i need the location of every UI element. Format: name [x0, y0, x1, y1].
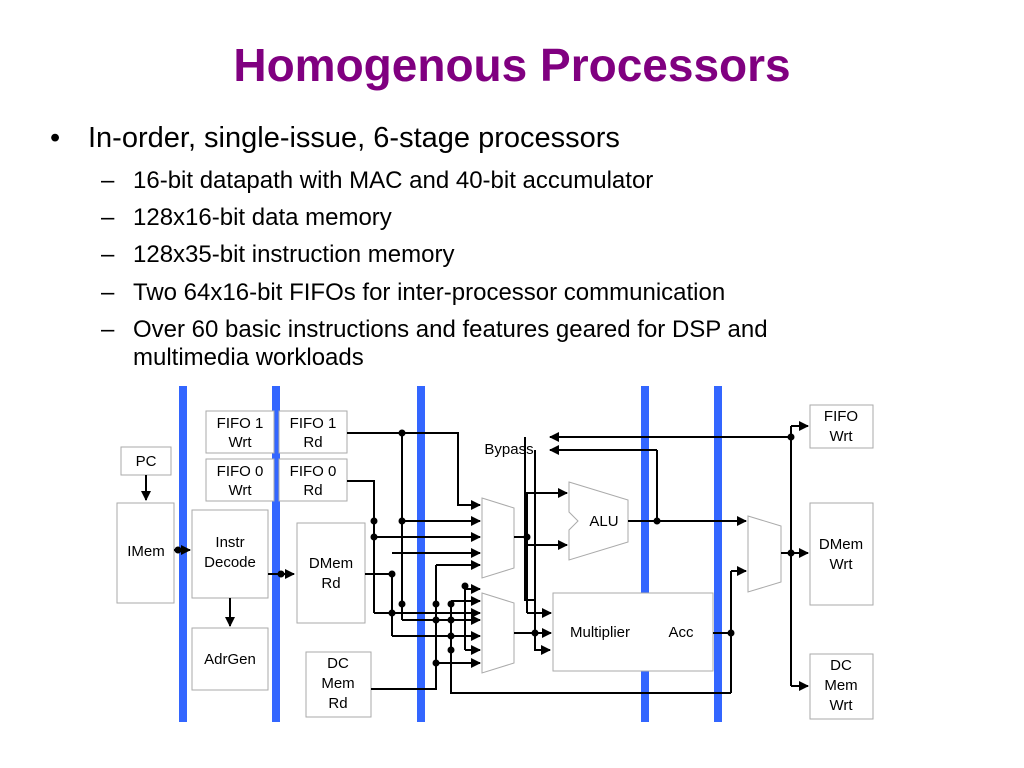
dc-mem-wrt-label-1: DC	[830, 657, 852, 674]
junction-dot	[447, 632, 455, 640]
adrgen-block	[191, 627, 269, 691]
junction-dot	[370, 517, 378, 525]
junction-dot	[370, 533, 378, 541]
fifo1-wrt-label-1: FIFO 1	[217, 415, 264, 432]
dmem-wrt-label-2: Wrt	[829, 556, 853, 573]
junction-dot	[447, 646, 455, 654]
sub-bullet-text: 128x16-bit data memory	[133, 204, 392, 231]
junction-dot	[398, 517, 406, 525]
dc-mem-rd-label-2: Mem	[321, 675, 354, 692]
fifo0-wrt-block	[205, 458, 275, 502]
fifo1-rd-label-2: Rd	[303, 434, 322, 451]
dmem-rd-label-2: Rd	[321, 575, 340, 592]
sub-bullet-text: Over 60 basic instructions and features …	[133, 316, 768, 343]
junction-dot	[398, 429, 406, 437]
fifo-wrt-label-1: FIFO	[824, 408, 858, 425]
multiplier-acc-block	[552, 592, 714, 672]
dc-mem-rd-label-1: DC	[327, 655, 349, 672]
junction-dot	[432, 659, 440, 667]
alu-label: ALU	[589, 513, 618, 530]
acc-label: Acc	[668, 624, 694, 641]
dc-mem-wrt-label-2: Mem	[824, 677, 857, 694]
sub-bullet-2: –128x16-bit data memory	[101, 204, 392, 232]
adrgen-label: AdrGen	[204, 651, 256, 668]
junction-dot	[727, 629, 735, 637]
fifo1-rd-label-1: FIFO 1	[290, 415, 337, 432]
mux-alu-in	[481, 497, 515, 579]
dash-icon: –	[101, 167, 115, 194]
imem-block	[116, 502, 175, 604]
junction-dot	[447, 600, 455, 608]
pipeline-bar	[714, 386, 722, 722]
junction-dot	[447, 616, 455, 624]
dc-mem-rd-label-3: Rd	[328, 695, 347, 712]
junction-dot	[523, 533, 531, 541]
junction-dot	[388, 570, 396, 578]
dmem-wrt-block	[809, 502, 874, 606]
pc-block	[120, 446, 172, 476]
junction-dot	[653, 517, 661, 525]
pipeline-bar	[641, 386, 649, 722]
decode-label: Decode	[204, 554, 256, 571]
sub-bullet-3: –128x35-bit instruction memory	[101, 241, 454, 269]
sub-bullet-4: –Two 64x16-bit FIFOs for inter-processor…	[101, 279, 725, 307]
fifo0-rd-label-2: Rd	[303, 482, 322, 499]
mux-writeback	[747, 515, 782, 593]
fifo0-wrt-label-2: Wrt	[228, 482, 252, 499]
sub-bullet-1: –16-bit datapath with MAC and 40-bit acc…	[101, 167, 653, 195]
fifo0-rd-block	[278, 458, 348, 502]
sub-bullet-text-cont: multimedia workloads	[133, 344, 364, 371]
multiplier-label: Multiplier	[570, 624, 630, 641]
junction-dot	[432, 600, 440, 608]
sub-bullet-5: –Over 60 basic instructions and features…	[101, 316, 768, 372]
dc-mem-rd-block	[305, 651, 372, 718]
junction-dot	[531, 629, 539, 637]
junction-dot	[432, 616, 440, 624]
fifo-wrt-label-2: Wrt	[829, 428, 853, 445]
junction-dot	[398, 600, 406, 608]
pipeline-bar	[272, 386, 280, 722]
junction-dot	[388, 609, 396, 617]
dash-icon: –	[101, 241, 115, 268]
dmem-rd-label-1: DMem	[309, 555, 353, 572]
pipeline-bar	[179, 386, 187, 722]
fifo-wrt-block	[809, 404, 874, 449]
sub-bullet-text: 16-bit datapath with MAC and 40-bit accu…	[133, 167, 654, 194]
instr-label: Instr	[215, 534, 244, 551]
mux-mult-in	[481, 592, 515, 674]
fifo1-wrt-label-2: Wrt	[228, 434, 252, 451]
dash-icon: –	[101, 204, 115, 231]
dc-mem-wrt-block	[809, 653, 874, 720]
dmem-wrt-label-1: DMem	[819, 536, 863, 553]
dmem-rd-block	[296, 522, 366, 624]
slide-title: Homogenous Processors	[233, 39, 791, 91]
dash-icon: –	[101, 279, 115, 306]
junction-dot	[174, 546, 182, 554]
main-bullet: • In-order, single-issue, 6-stage process…	[50, 122, 620, 155]
junction-dot	[277, 570, 285, 578]
junction-dot	[787, 433, 795, 441]
dash-icon: –	[101, 316, 115, 343]
fifo1-wrt-block	[205, 410, 275, 454]
bypass-label: Bypass	[484, 441, 533, 458]
alu-shape	[568, 481, 629, 561]
pc-label: PC	[136, 453, 157, 470]
fifo1-rd-block	[278, 410, 348, 454]
main-bullet-text: In-order, single-issue, 6-stage processo…	[88, 122, 620, 154]
bullet-dot-icon: •	[50, 122, 61, 154]
junction-dot	[461, 582, 469, 590]
imem-label: IMem	[127, 543, 165, 560]
sub-bullet-text: 128x35-bit instruction memory	[133, 241, 455, 268]
fifo0-wrt-label-1: FIFO 0	[217, 463, 264, 480]
dc-mem-wrt-label-3: Wrt	[829, 697, 853, 714]
sub-bullet-text: Two 64x16-bit FIFOs for inter-processor …	[133, 279, 726, 306]
fifo0-rd-label-1: FIFO 0	[290, 463, 337, 480]
junction-dot	[787, 549, 795, 557]
